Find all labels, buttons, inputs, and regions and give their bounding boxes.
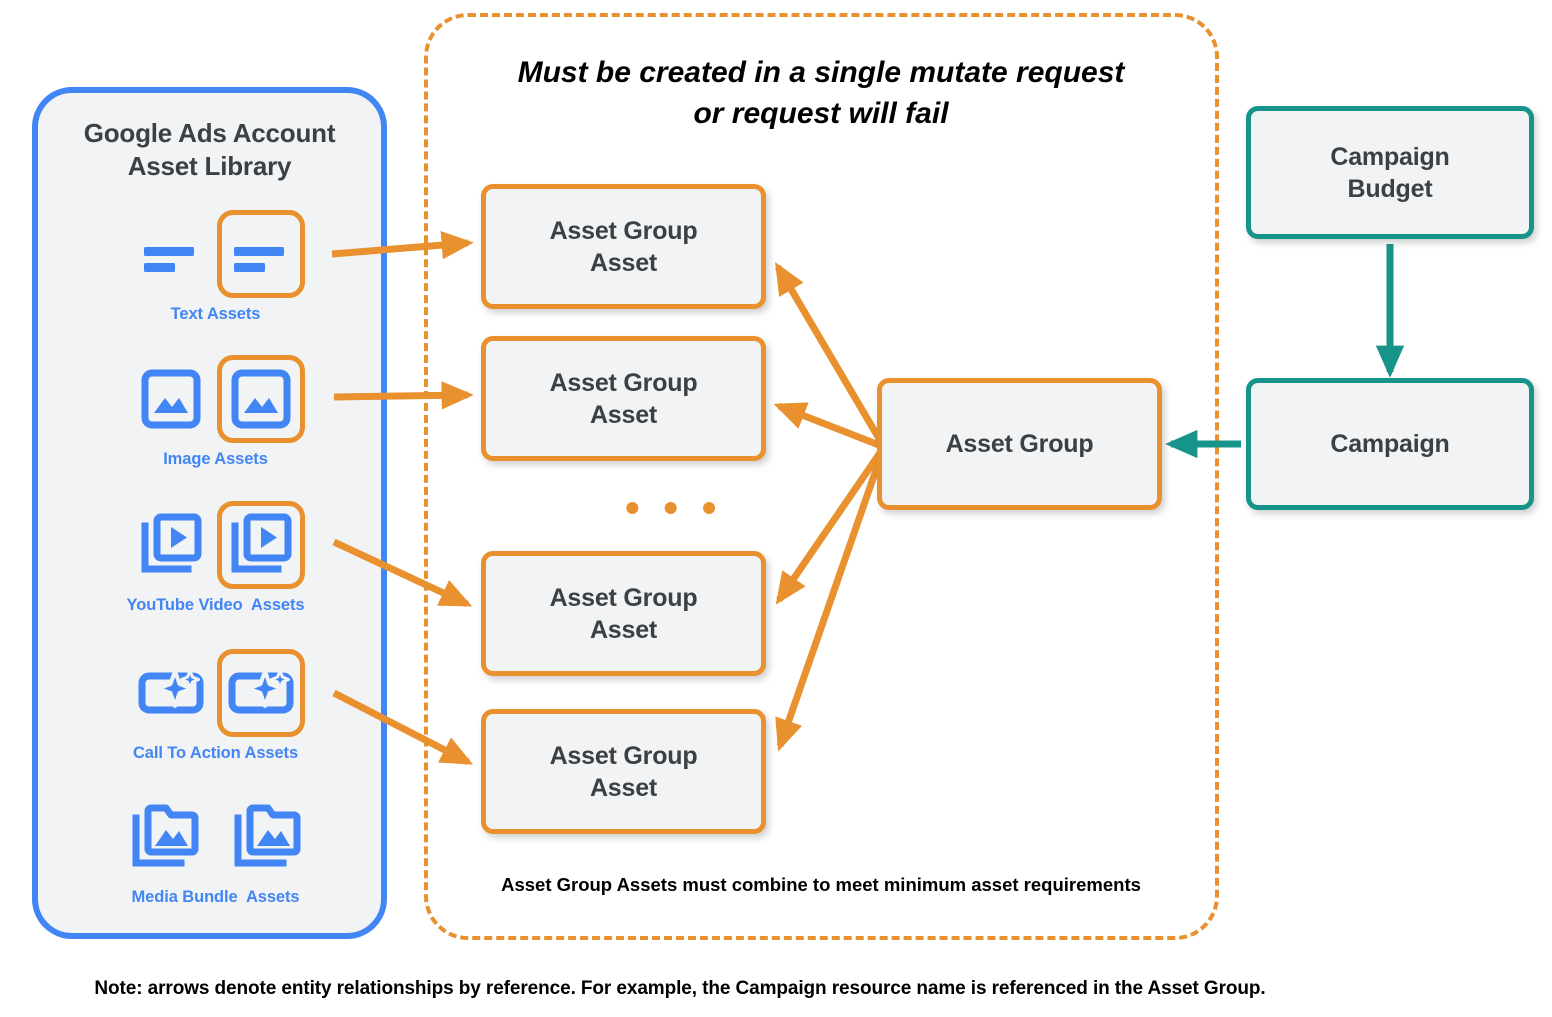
asset-caption-call-to-action: Call To Action Assets bbox=[132, 744, 299, 762]
ellipsis-indicator: • • • bbox=[625, 484, 723, 531]
asset-library-title: Google Ads Account Asset Library bbox=[38, 117, 381, 184]
mutate-heading-line-1: Must be created in a single mutate reque… bbox=[517, 56, 1125, 89]
footer-note: Note: arrows denote entity relationships… bbox=[94, 978, 1266, 999]
asset-group-asset-node-3[interactable]: Asset Group Asset bbox=[481, 551, 766, 676]
asset-icons-image bbox=[38, 351, 393, 447]
asset-group-label: Asset Group bbox=[945, 430, 1094, 458]
image-icon bbox=[127, 355, 215, 443]
campaign-node[interactable]: Campaign bbox=[1246, 378, 1534, 510]
call-to-action-icon-selected[interactable] bbox=[216, 649, 305, 737]
image-icon-selected[interactable] bbox=[216, 355, 305, 443]
text-lines-icon-selected[interactable] bbox=[216, 210, 305, 298]
asset-library-title-line-1: Google Ads Account bbox=[83, 118, 336, 148]
asset-icons-youtube-video bbox=[38, 497, 393, 593]
mutate-request-heading: Must be created in a single mutate reque… bbox=[430, 52, 1212, 135]
asset-group-asset-label-3: Asset Group Asset bbox=[549, 583, 698, 644]
asset-row-text[interactable]: Text Assets bbox=[38, 206, 393, 324]
media-bundle-icon-2 bbox=[223, 793, 311, 881]
text-lines-icon bbox=[127, 210, 215, 298]
asset-library-panel: Google Ads Account Asset Library bbox=[32, 87, 387, 939]
asset-group-asset-node-4[interactable]: Asset Group Asset bbox=[481, 709, 766, 834]
asset-icons-media-bundle bbox=[38, 789, 393, 885]
asset-icons-text bbox=[38, 206, 393, 302]
asset-row-image[interactable]: Image Assets bbox=[38, 351, 393, 469]
media-bundle-icon bbox=[121, 793, 209, 881]
asset-caption-media-bundle: Media Bundle Assets bbox=[131, 888, 300, 906]
mutate-request-footnote: Asset Group Assets must combine to meet … bbox=[501, 874, 1141, 895]
campaign-budget-node[interactable]: Campaign Budget bbox=[1246, 106, 1534, 239]
asset-caption-image: Image Assets bbox=[163, 450, 268, 468]
asset-group-node[interactable]: Asset Group bbox=[877, 378, 1162, 510]
asset-icons-call-to-action bbox=[38, 645, 393, 741]
asset-caption-youtube-video: YouTube Video Assets bbox=[126, 596, 305, 614]
asset-group-asset-node-2[interactable]: Asset Group Asset bbox=[481, 336, 766, 461]
asset-group-asset-label-1: Asset Group Asset bbox=[549, 216, 698, 277]
video-stack-icon bbox=[127, 501, 215, 589]
asset-group-asset-label-4: Asset Group Asset bbox=[549, 741, 698, 802]
asset-caption-text: Text Assets bbox=[170, 305, 261, 323]
asset-row-call-to-action[interactable]: Call To Action Assets bbox=[38, 645, 393, 763]
asset-group-asset-label-2: Asset Group Asset bbox=[549, 368, 698, 429]
mutate-heading-line-2: or request will fail bbox=[693, 97, 949, 131]
call-to-action-icon bbox=[127, 649, 215, 737]
campaign-budget-label: Campaign Budget bbox=[1330, 142, 1450, 203]
asset-row-media-bundle[interactable]: Media Bundle Assets bbox=[38, 789, 393, 907]
asset-group-asset-node-1[interactable]: Asset Group Asset bbox=[481, 184, 766, 309]
campaign-label: Campaign bbox=[1330, 430, 1450, 458]
asset-row-youtube-video[interactable]: YouTube Video Assets bbox=[38, 497, 393, 615]
mutate-request-boundary bbox=[424, 13, 1219, 940]
asset-library-title-line-2: Asset Library bbox=[127, 151, 292, 182]
video-stack-icon-selected[interactable] bbox=[216, 501, 305, 589]
